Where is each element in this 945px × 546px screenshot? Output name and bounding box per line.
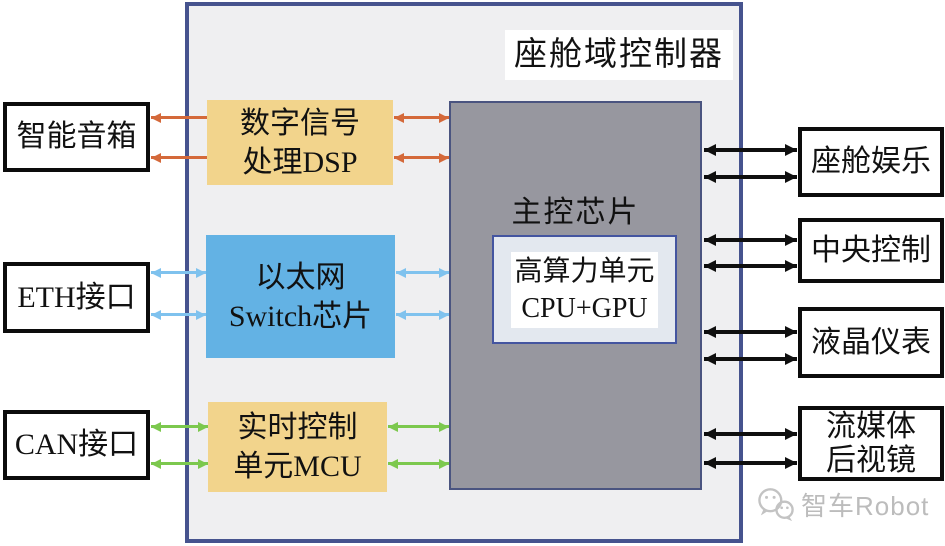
- main-chip-label: 主控芯片: [511, 196, 640, 229]
- node-streaming-mirror-line1: 流媒体: [826, 409, 916, 443]
- module-switch-line1: 以太网: [255, 260, 346, 294]
- node-central-control: 中央控制: [798, 218, 944, 283]
- arrow-soc-entertainment-top: [704, 148, 797, 152]
- arrow-mcu-soc-bottom: [388, 462, 449, 465]
- node-can-interface: CAN接口: [3, 410, 150, 480]
- node-can-interface-label: CAN接口: [14, 428, 139, 461]
- container-title: 座舱域控制器: [505, 30, 733, 80]
- arrow-soc-central-bottom: [704, 264, 797, 268]
- module-switch-line2: Switch芯片: [228, 299, 373, 333]
- arrow-speaker-dsp-top: [151, 116, 207, 119]
- arrow-speaker-dsp-bottom: [151, 156, 207, 159]
- watermark: 智车Robot: [755, 486, 929, 523]
- arrow-can-mcu-top: [151, 425, 208, 428]
- arrow-dsp-soc-bottom: [394, 156, 449, 159]
- node-lcd-instrument-label: 液晶仪表: [811, 325, 931, 359]
- node-cockpit-entertainment: 座舱娱乐: [798, 127, 944, 197]
- node-eth-interface: ETH接口: [3, 262, 150, 333]
- node-smart-speaker: 智能音箱: [3, 102, 150, 172]
- arrow-can-mcu-bottom: [151, 462, 208, 465]
- arrow-eth-switch-bottom: [151, 313, 206, 316]
- node-smart-speaker-label: 智能音箱: [16, 120, 137, 153]
- module-dsp-line2: 处理DSP: [242, 145, 358, 179]
- high-compute-line1: 高算力单元: [514, 255, 655, 287]
- node-eth-interface-label: ETH接口: [17, 280, 136, 314]
- high-compute-unit-box: 高算力单元 CPU+GPU: [492, 235, 677, 344]
- arrow-soc-lcd-bottom: [704, 357, 797, 361]
- arrow-switch-soc-bottom: [396, 313, 449, 316]
- node-streaming-mirror-line2: 后视镜: [826, 443, 916, 477]
- module-mcu: 实时控制 单元MCU: [208, 402, 387, 492]
- arrow-mcu-soc-top: [388, 425, 449, 428]
- module-dsp: 数字信号 处理DSP: [207, 100, 393, 185]
- node-streaming-rearview-mirror: 流媒体 后视镜: [798, 406, 944, 481]
- arrow-soc-central-top: [704, 238, 797, 242]
- arrow-switch-soc-top: [396, 271, 449, 274]
- node-lcd-instrument: 液晶仪表: [798, 307, 944, 378]
- module-dsp-line1: 数字信号: [240, 106, 360, 140]
- node-central-control-label: 中央控制: [811, 233, 931, 267]
- module-ethernet-switch: 以太网 Switch芯片: [206, 235, 395, 358]
- high-compute-line2: CPU+GPU: [521, 292, 648, 324]
- module-mcu-line1: 实时控制: [237, 411, 358, 444]
- node-cockpit-entertainment-label: 座舱娱乐: [811, 145, 931, 178]
- chat-bubbles-logo: [758, 487, 794, 521]
- module-main-control-chip: 主控芯片 高算力单元 CPU+GPU: [449, 101, 702, 490]
- module-mcu-line2: 单元MCU: [233, 450, 362, 483]
- arrow-soc-entertainment-bottom: [704, 175, 797, 179]
- high-compute-unit-text: 高算力单元 CPU+GPU: [511, 251, 658, 328]
- arrow-soc-mirror-bottom: [704, 461, 797, 465]
- watermark-text: 智车Robot: [801, 491, 930, 521]
- arrow-dsp-soc-top: [394, 116, 449, 119]
- arrow-soc-mirror-top: [704, 432, 797, 436]
- arrow-soc-lcd-top: [704, 330, 797, 334]
- arrow-eth-switch-top: [151, 271, 206, 274]
